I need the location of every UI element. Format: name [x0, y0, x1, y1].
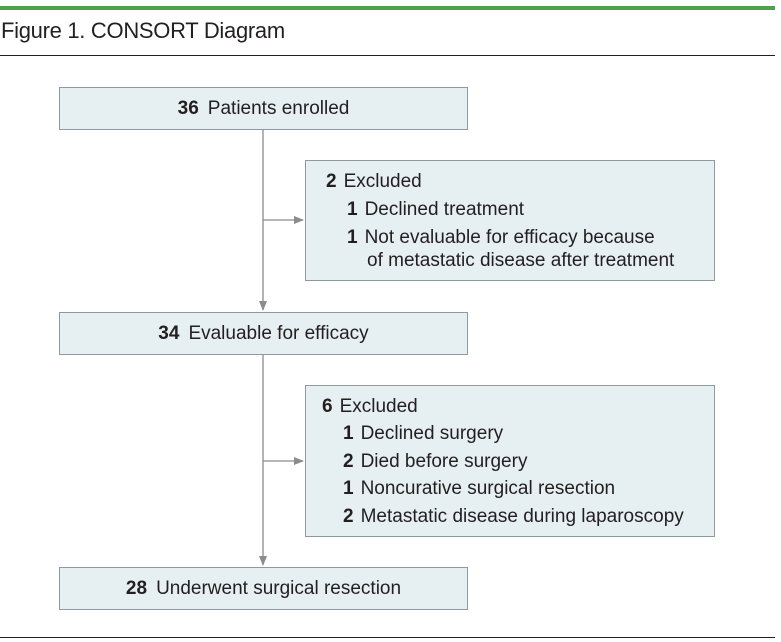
- evaluable-count: 34: [158, 322, 180, 344]
- figure-accent-rule: [0, 6, 775, 10]
- exclusion-1-count: 2: [326, 171, 337, 192]
- reason-count: 1: [343, 478, 354, 499]
- reason-label: Metastatic disease during laparoscopy: [360, 506, 684, 527]
- reason-count: 2: [343, 506, 354, 527]
- reason-label: Not evaluable for efficacy because: [364, 227, 655, 248]
- exclusion-2-reason: 1 Noncurative surgical resection: [343, 478, 615, 500]
- evaluable-box: 34 Evaluable for efficacy: [59, 312, 468, 355]
- evaluable-label: Evaluable for efficacy: [188, 322, 369, 344]
- exclusion-box-2: 6 Excluded 1 Declined surgery 2 Died before…: [305, 385, 715, 537]
- resected-label: Underwent surgical resection: [156, 577, 402, 599]
- exclusion-2-count: 6: [322, 396, 333, 417]
- reason-label: Declined treatment: [364, 199, 525, 220]
- exclusion-1-label: Excluded: [343, 171, 422, 192]
- exclusion-2-reason: 1 Declined surgery: [343, 423, 503, 445]
- exclusion-1-header: 2 Excluded: [326, 171, 422, 193]
- resected-count: 28: [125, 577, 148, 599]
- exclusion-2-reason: 2 Died before surgery: [343, 451, 527, 473]
- reason-count: 2: [343, 451, 354, 472]
- enrolled-label: Patients enrolled: [207, 97, 350, 119]
- reason-count: 1: [343, 423, 354, 444]
- reason-label: Died before surgery: [360, 451, 528, 472]
- reason-count: 1: [347, 199, 358, 220]
- enrolled-count: 36: [177, 97, 199, 119]
- enrolled-box: 36 Patients enrolled: [59, 87, 468, 130]
- exclusion-2-header: 6 Excluded: [322, 396, 418, 418]
- reason-label: Noncurative surgical resection: [360, 478, 616, 499]
- reason-count: 1: [347, 227, 358, 248]
- exclusion-1-reason: 1 Declined treatment: [347, 199, 524, 221]
- exclusion-2-label: Excluded: [339, 396, 418, 417]
- figure-title: Figure 1. CONSORT Diagram: [1, 18, 285, 43]
- title-divider: [0, 55, 775, 56]
- exclusion-1-reason: 1 Not evaluable for efficacy because: [347, 227, 655, 249]
- resected-box: 28 Underwent surgical resection: [59, 567, 468, 610]
- exclusion-2-reason: 2 Metastatic disease during laparoscopy: [343, 506, 684, 528]
- bottom-divider: [0, 637, 775, 638]
- exclusion-1-reason-continuation: of metastatic disease after treatment: [367, 250, 675, 271]
- reason-label: Declined surgery: [360, 423, 504, 444]
